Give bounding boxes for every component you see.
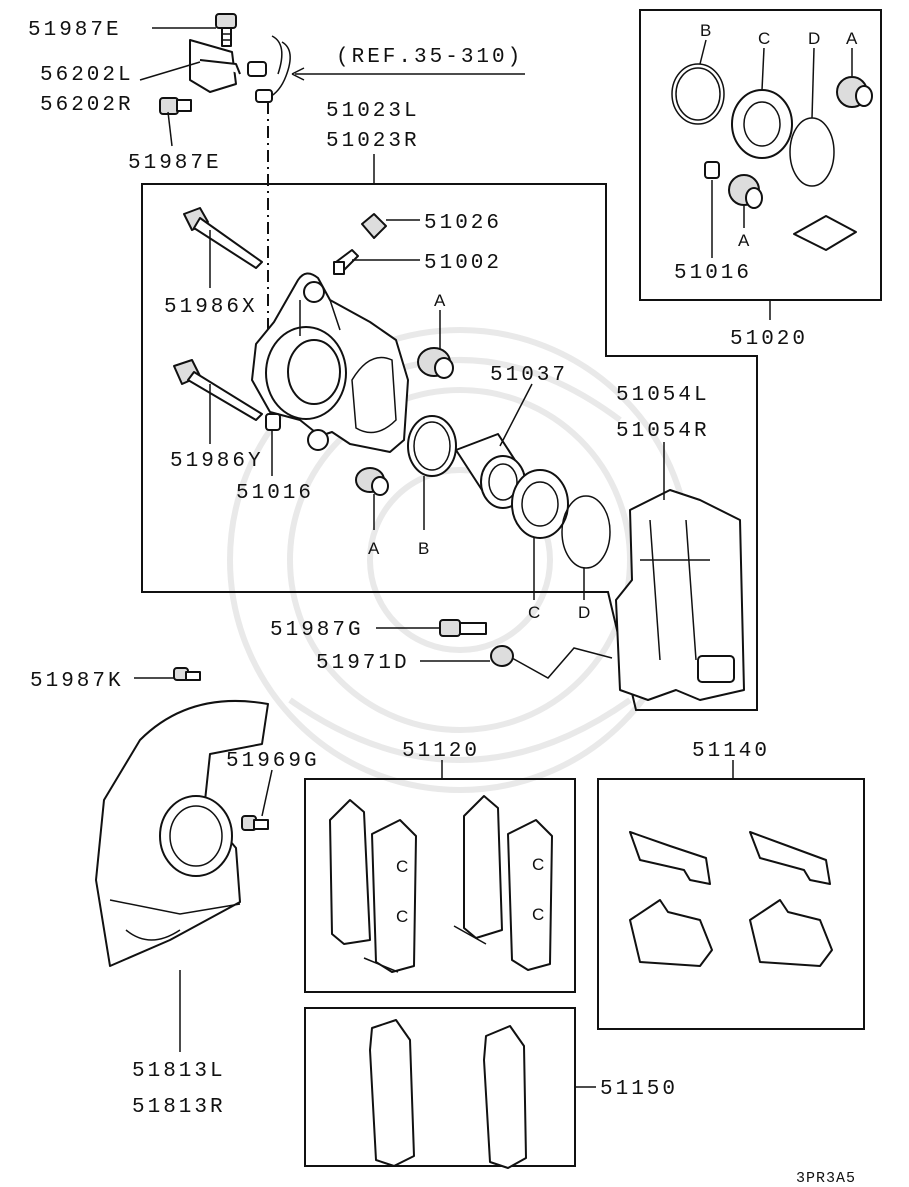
label-51969g: 51969G — [226, 750, 320, 773]
label-51987k: 51987K — [30, 670, 124, 693]
label-51037: 51037 — [490, 364, 568, 387]
brake-pad-set: C C C C — [329, 795, 553, 973]
seal-kit-box — [639, 9, 882, 301]
label-51813l: 51813L — [132, 1060, 226, 1083]
piston-seal-b — [407, 415, 457, 477]
kit-bushing — [704, 161, 720, 179]
svg-text:C: C — [396, 907, 408, 926]
label-51986y: 51986Y — [170, 450, 264, 473]
hose-bracket — [189, 39, 241, 93]
label-51813r: 51813R — [132, 1096, 226, 1119]
bolt-51987g — [439, 619, 487, 637]
boot-a-lower — [355, 467, 389, 496]
kit-letter-a-bottom: A — [738, 231, 750, 250]
label-51987g: 51987G — [270, 619, 364, 642]
bolt-51987k — [173, 667, 201, 681]
label-56202l: 56202L — [40, 64, 134, 87]
kit-boot-a-2 — [728, 174, 763, 209]
label-51987e-bottom: 51987E — [128, 152, 222, 175]
label-51002: 51002 — [424, 252, 502, 275]
kit-ring-d — [789, 117, 835, 187]
kit-letter-c: C — [758, 29, 770, 48]
label-51986x: 51986X — [164, 296, 258, 319]
dust-shield — [95, 699, 269, 967]
letter-a-upper: A — [434, 291, 446, 310]
caliper-assembly-outline — [141, 183, 758, 711]
washer-51971d — [490, 645, 514, 667]
kit-letter-a-top: A — [846, 29, 858, 48]
caliper-body — [251, 272, 409, 453]
bolt-51969g — [241, 815, 269, 831]
label-51026: 51026 — [424, 212, 502, 235]
pin-bushing — [265, 413, 281, 431]
kit-boot-a-1 — [836, 76, 873, 108]
label-51120: 51120 — [402, 740, 480, 763]
label-51020: 51020 — [730, 328, 808, 351]
diagram-code: 3PR3A5 — [796, 1170, 856, 1187]
bleeder-cap — [361, 213, 387, 239]
svg-text:C: C — [396, 857, 408, 876]
label-51023r: 51023R — [326, 130, 420, 153]
svg-text:C: C — [532, 855, 544, 874]
label-51023l: 51023L — [326, 100, 420, 123]
brake-hose — [247, 35, 291, 103]
caliper-support — [615, 489, 745, 701]
label-56202r: 56202R — [40, 94, 134, 117]
kit-seal-b — [671, 63, 725, 125]
label-kit-51016: 51016 — [674, 262, 752, 285]
boot-a-upper — [417, 347, 454, 379]
pad-set-box — [304, 778, 576, 993]
label-51150: 51150 — [600, 1078, 678, 1101]
letter-d: D — [578, 603, 590, 622]
label-51971d: 51971D — [316, 652, 410, 675]
letter-c: C — [528, 603, 540, 622]
label-51987e-top: 51987E — [28, 19, 122, 42]
dust-boot-c — [511, 469, 569, 539]
bolt-51987e-top — [215, 13, 237, 47]
grease-packet — [793, 215, 857, 251]
kit-letter-b: B — [700, 21, 711, 40]
guide-pin-51986y — [173, 359, 263, 421]
ring-d — [561, 495, 611, 569]
label-reference: (REF.35-310) — [336, 46, 523, 69]
letter-b: B — [418, 539, 429, 558]
label-51140: 51140 — [692, 740, 770, 763]
shim-set-box — [304, 1007, 576, 1167]
kit-dust-boot-c — [731, 89, 793, 159]
pad-clip-set — [629, 831, 833, 967]
bolt-51987e-bottom — [159, 97, 192, 115]
leader-lines — [134, 27, 853, 1088]
pad-shim-set — [369, 1019, 527, 1169]
bleeder-screw — [333, 249, 359, 275]
kit-letter-d: D — [808, 29, 820, 48]
bolt-leader — [511, 647, 613, 679]
letter-a-lower: A — [368, 539, 380, 558]
label-51054l: 51054L — [616, 384, 710, 407]
label-51016: 51016 — [236, 482, 314, 505]
label-51054r: 51054R — [616, 420, 710, 443]
svg-text:C: C — [532, 905, 544, 924]
guide-pin-51986x — [183, 207, 263, 269]
clip-set-box — [597, 778, 865, 1030]
